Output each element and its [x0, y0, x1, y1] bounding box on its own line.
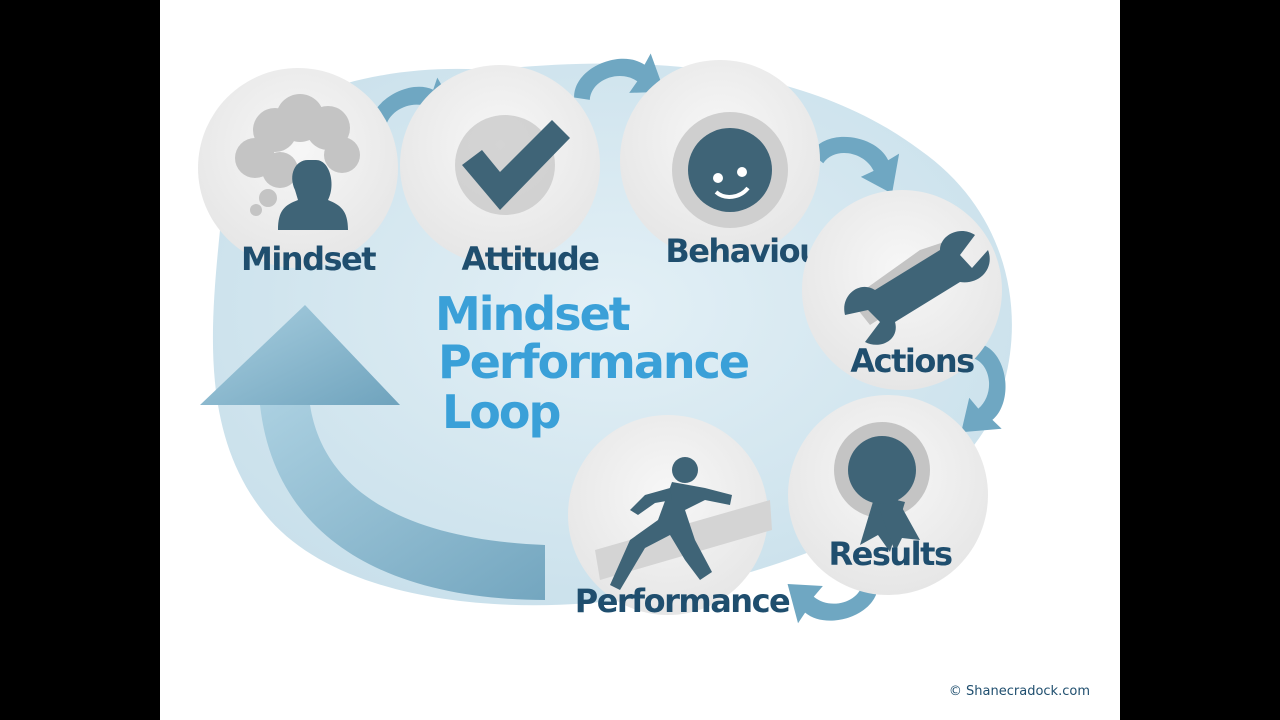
title-line-2: Performance — [438, 335, 748, 389]
arrow-results-to-performance-icon — [787, 582, 879, 624]
diagram-title: Mindset Performance Loop — [435, 287, 750, 439]
runner-icon — [595, 457, 772, 590]
big-return-arrow-icon — [200, 305, 545, 600]
node-label-results: Results — [829, 535, 952, 573]
node-mindset: Mindset — [198, 68, 398, 278]
arrow-behaviour-to-actions-icon — [810, 136, 900, 194]
head-thought-icon — [235, 94, 360, 230]
title-line-1: Mindset — [435, 287, 630, 341]
node-performance: Performance — [568, 415, 792, 620]
arrow-actions-to-results-icon — [961, 343, 1006, 433]
node-label-attitude: Attitude — [461, 240, 599, 278]
award-ribbon-icon — [834, 422, 930, 552]
node-label-mindset: Mindset — [241, 240, 376, 278]
node-label-performance: Performance — [575, 582, 790, 620]
node-attitude: Attitude — [400, 65, 601, 278]
title-line-3: Loop — [442, 385, 560, 439]
mindset-performance-loop-diagram: Mindset Attitude Behaviour Actions — [198, 53, 1090, 699]
smiley-face-icon — [672, 112, 788, 228]
node-label-actions: Actions — [850, 342, 974, 380]
checkmark-icon — [455, 115, 570, 215]
diagram-canvas: Mindset Attitude Behaviour Actions — [160, 0, 1120, 720]
node-actions: Actions — [802, 190, 1002, 390]
arrow-attitude-to-behaviour-icon — [574, 53, 665, 100]
wrench-icon — [844, 230, 990, 345]
node-behaviour: Behaviour — [620, 60, 838, 270]
copyright-credit: © Shanecradock.com — [949, 684, 1090, 699]
node-results: Results — [788, 395, 988, 595]
